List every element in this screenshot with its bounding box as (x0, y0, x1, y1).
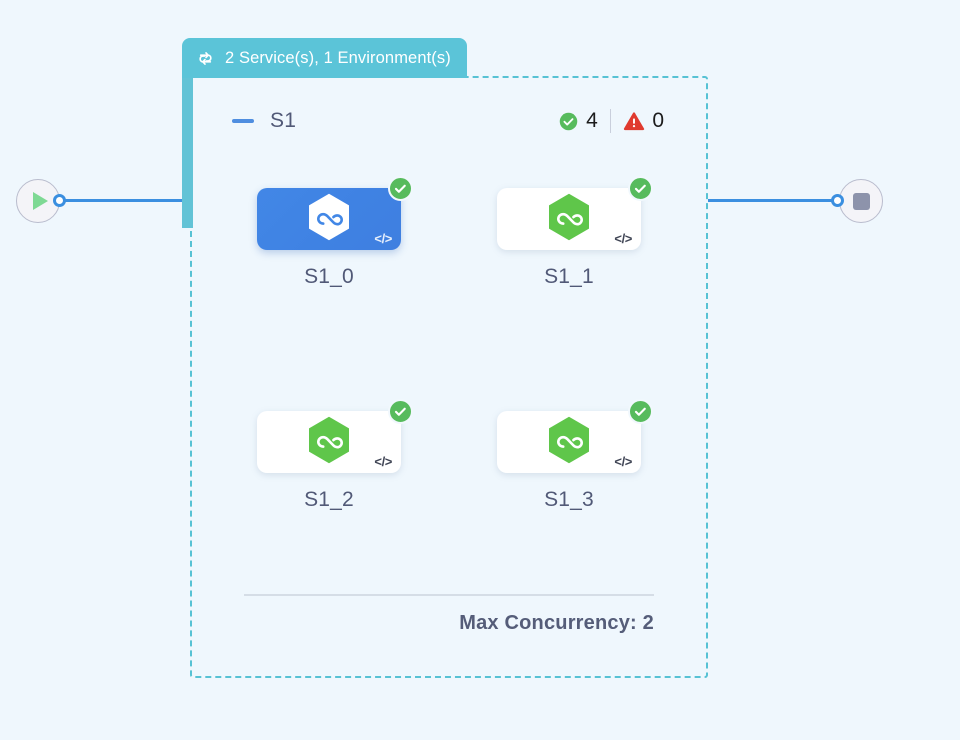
end-node[interactable] (839, 179, 883, 223)
minus-icon[interactable] (232, 119, 254, 123)
group-header[interactable]: 2 Service(s), 1 Environment(s) (182, 38, 467, 78)
node-label: S1_1 (544, 265, 594, 288)
group-left-rail (182, 76, 193, 228)
error-count: 0 (652, 109, 664, 132)
stage-label: S1 (270, 109, 297, 132)
start-node-source-handle[interactable] (53, 194, 66, 207)
success-count: 4 (586, 109, 598, 132)
check-icon (634, 407, 646, 416)
node-status-badge (388, 176, 413, 201)
status-success: 4 (558, 109, 598, 133)
edge-start-to-group[interactable] (62, 199, 190, 202)
start-node[interactable] (16, 179, 60, 223)
node-s1-3[interactable]: </> S1_3 (497, 399, 653, 512)
check-icon (394, 184, 406, 193)
stage-status-group: 4 0 (558, 109, 664, 133)
code-icon: </> (374, 454, 392, 469)
service-hexagon-icon (309, 416, 349, 464)
status-divider (609, 109, 612, 133)
check-circle-icon (559, 112, 578, 130)
group-footer-divider (244, 594, 654, 596)
code-icon: </> (374, 231, 392, 246)
stop-icon (852, 192, 870, 210)
check-icon (634, 184, 646, 193)
edge-group-to-end[interactable] (708, 199, 838, 202)
node-card[interactable]: </> (497, 399, 653, 473)
group-container[interactable] (190, 76, 708, 678)
code-icon: </> (614, 454, 632, 469)
node-card[interactable]: </> (257, 176, 413, 250)
check-icon (394, 407, 406, 416)
loop-icon (199, 51, 212, 65)
node-label: S1_3 (544, 488, 594, 511)
service-hexagon-icon (549, 416, 589, 464)
node-status-badge (628, 399, 653, 424)
service-hexagon-icon (309, 193, 349, 241)
end-node-target-handle[interactable] (831, 194, 844, 207)
code-icon: </> (614, 231, 632, 246)
node-status-badge (388, 399, 413, 424)
node-s1-1[interactable]: </> S1_1 (497, 176, 653, 289)
node-label: S1_0 (304, 265, 354, 288)
node-card[interactable]: </> (257, 399, 413, 473)
group-header-label: 2 Service(s), 1 Environment(s) (225, 48, 451, 67)
node-label: S1_2 (304, 488, 354, 511)
warning-triangle-icon (624, 111, 645, 130)
stage-header-row: S1 4 0 (232, 106, 664, 136)
service-hexagon-icon (549, 193, 589, 241)
status-error: 0 (623, 109, 664, 133)
node-card[interactable]: </> (497, 176, 653, 250)
node-s1-0[interactable]: </> S1_0 (257, 176, 413, 289)
node-s1-2[interactable]: </> S1_2 (257, 399, 413, 512)
node-status-badge (628, 176, 653, 201)
max-concurrency-label: Max Concurrency: 2 (459, 612, 654, 634)
play-icon (32, 192, 48, 210)
